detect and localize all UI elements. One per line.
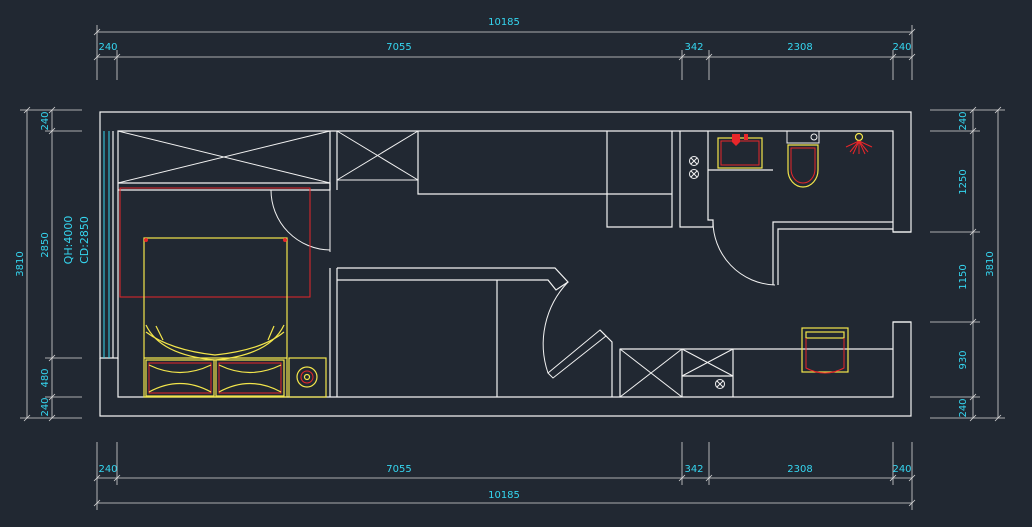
bathroom-left-wall bbox=[679, 131, 714, 228]
bathroom-door bbox=[712, 219, 776, 286]
clear-height-label: QH:4000 bbox=[62, 216, 75, 265]
lower-cabinet-2 bbox=[681, 348, 734, 377]
upper-cabinet bbox=[336, 130, 419, 181]
bottom-dimensions: 240 7055 342 2308 240 10185 bbox=[93, 442, 916, 510]
left-dim-segment: 240 bbox=[40, 111, 51, 130]
right-total-dim: 3810 bbox=[985, 251, 996, 276]
left-tick-marks bbox=[20, 106, 82, 422]
bottom-tick-marks bbox=[93, 442, 916, 510]
nightstand-lamp-icon bbox=[288, 357, 327, 398]
burner-icon bbox=[715, 379, 725, 389]
bottom-dim-segment: 7055 bbox=[386, 464, 411, 475]
stove-burner-icon bbox=[689, 156, 699, 179]
bedroom-door bbox=[270, 189, 331, 252]
toilet-icon bbox=[786, 130, 820, 188]
sink-icon bbox=[717, 134, 763, 169]
lower-door-jamb bbox=[599, 329, 613, 397]
corridor-door bbox=[542, 281, 607, 379]
lower-right-room-wall bbox=[619, 348, 893, 397]
right-dim-segment: 1250 bbox=[958, 169, 969, 194]
left-dimensions: 3810 240 2850 480 240 bbox=[15, 106, 82, 422]
left-dim-segment: 2850 bbox=[40, 232, 51, 257]
top-total-dim: 10185 bbox=[488, 17, 520, 28]
outer-wall-top bbox=[99, 111, 912, 359]
right-dim-segment: 240 bbox=[958, 398, 969, 417]
ceiling-height-label: CD:2850 bbox=[78, 216, 91, 264]
right-dim-segment: 240 bbox=[958, 111, 969, 130]
partition-wall bbox=[329, 131, 338, 190]
right-dim-segment: 930 bbox=[958, 350, 969, 369]
lower-cabinet-1 bbox=[619, 348, 683, 398]
left-window bbox=[103, 131, 114, 358]
bedroom-partition-lower bbox=[329, 268, 338, 397]
bottom-dim-segment: 342 bbox=[684, 464, 703, 475]
bed bbox=[143, 237, 288, 398]
top-dim-segment: 240 bbox=[892, 42, 911, 53]
top-dim-segment: 2308 bbox=[787, 42, 812, 53]
corridor-lower-wall bbox=[337, 267, 569, 291]
bottom-dim-segment: 240 bbox=[892, 464, 911, 475]
top-dim-segment: 240 bbox=[98, 42, 117, 53]
top-dim-segment: 7055 bbox=[386, 42, 411, 53]
bottom-dim-segment: 240 bbox=[98, 464, 117, 475]
bottom-dim-segment: 2308 bbox=[787, 464, 812, 475]
top-dimensions: 10185 240 7055 342 2308 240 bbox=[93, 17, 916, 80]
top-tick-marks bbox=[93, 25, 916, 80]
bottom-total-dim: 10185 bbox=[488, 490, 520, 501]
right-tick-marks bbox=[930, 106, 1005, 422]
right-dimensions: 240 1250 1150 930 240 3810 bbox=[930, 106, 1005, 422]
wardrobe-cabinet bbox=[117, 130, 331, 184]
right-dim-segment: 1150 bbox=[958, 264, 969, 289]
pillow-icon bbox=[215, 359, 285, 397]
chair-icon bbox=[801, 327, 849, 374]
left-total-dim: 3810 bbox=[15, 251, 26, 276]
top-dim-segment: 342 bbox=[684, 42, 703, 53]
outer-wall-bottom bbox=[99, 321, 912, 417]
pillow-icon bbox=[145, 359, 215, 397]
left-dim-segment: 480 bbox=[40, 368, 51, 387]
bed-area-outline bbox=[119, 187, 311, 298]
shower-head-icon bbox=[845, 132, 873, 155]
left-dim-segment: 240 bbox=[40, 397, 51, 416]
bathroom-lower-wall bbox=[772, 221, 893, 285]
wardrobe-front bbox=[118, 182, 331, 191]
corridor-upper-wall bbox=[417, 131, 673, 228]
